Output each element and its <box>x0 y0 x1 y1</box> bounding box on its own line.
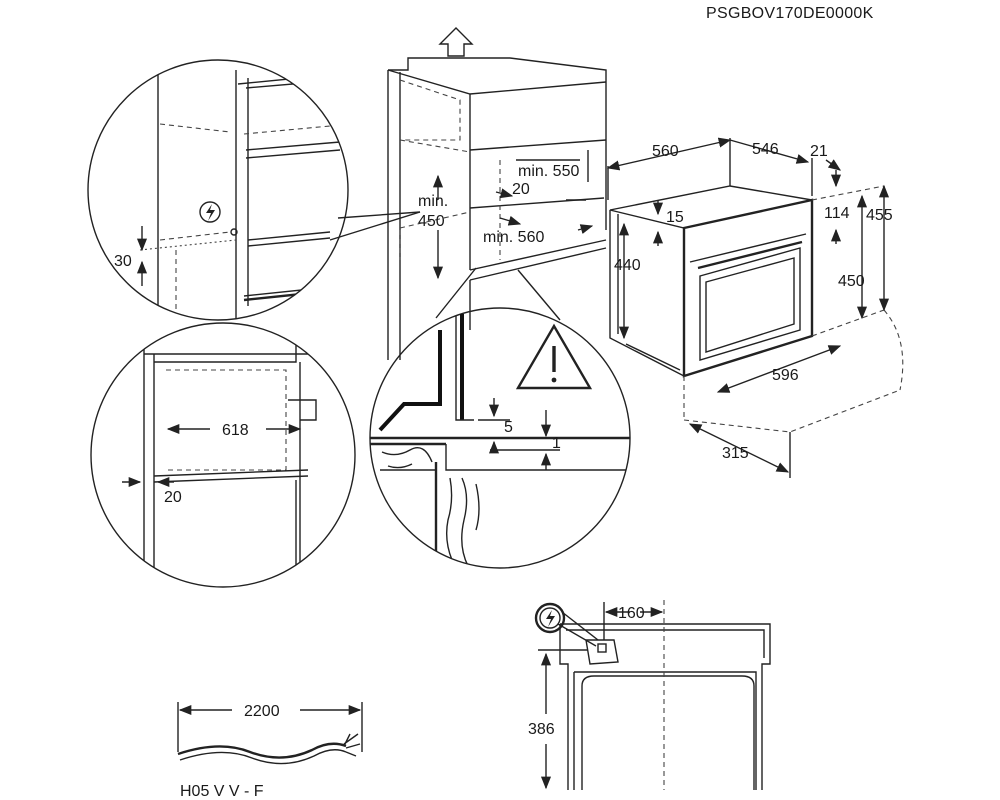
cable-type: H05 V V - F <box>180 783 264 800</box>
reference-code: PSGBOV170DE0000K <box>706 5 874 22</box>
rear-socket-offset: 160 <box>618 605 645 622</box>
warning-triangle-icon <box>515 323 593 390</box>
detail-socket-circle: 30 <box>87 59 421 321</box>
electrical-hazard-icon <box>199 201 221 223</box>
rear-socket-height: 386 <box>528 721 555 738</box>
rear-view-drawing: 160 386 <box>528 600 771 790</box>
cable-drawing: 2200 H05 V V - F <box>177 702 363 800</box>
socket-power-icon <box>534 602 599 647</box>
shelf-step: 1 <box>552 435 561 452</box>
power-cable <box>177 742 347 759</box>
oven-body-height: 440 <box>614 257 641 274</box>
cabinet-min-height-label: min. <box>418 193 448 210</box>
oven-handle <box>697 240 803 270</box>
oven-door-open-depth: 315 <box>722 445 749 462</box>
side-inner-width: 618 <box>222 422 249 439</box>
oven-dimensions: 560 546 21 15 440 114 450 455 596 315 <box>606 137 893 478</box>
oven-drawing <box>609 185 904 433</box>
cabinet-min-depth: min. 550 <box>518 163 579 180</box>
oven-front-thickness: 21 <box>810 143 828 160</box>
oven-front-height: 450 <box>838 273 865 290</box>
side-gap: 20 <box>164 489 182 506</box>
cabinet-dimensions: min. 450 min. 550 20 min. 560 <box>418 150 594 280</box>
detail-shelf-circle: 5 1 <box>369 267 631 569</box>
cable-length: 2200 <box>244 703 280 720</box>
detail-side-circle: 618 20 <box>90 322 356 588</box>
oven-top-offset: 15 <box>666 209 684 226</box>
oven-upper-height: 114 <box>824 205 850 222</box>
cabinet-min-width: min. 560 <box>483 229 544 246</box>
oven-total-height: 455 <box>866 207 893 224</box>
oven-width: 560 <box>652 143 679 160</box>
cabinet-min-height-value: 450 <box>418 213 445 230</box>
shelf-clearance: 5 <box>504 419 513 436</box>
oven-front-width: 596 <box>772 367 799 384</box>
socket-height-offset: 30 <box>114 253 132 270</box>
lift-arrow-icon <box>438 27 474 57</box>
oven-depth: 546 <box>752 141 779 158</box>
cabinet-gap: 20 <box>512 181 530 198</box>
